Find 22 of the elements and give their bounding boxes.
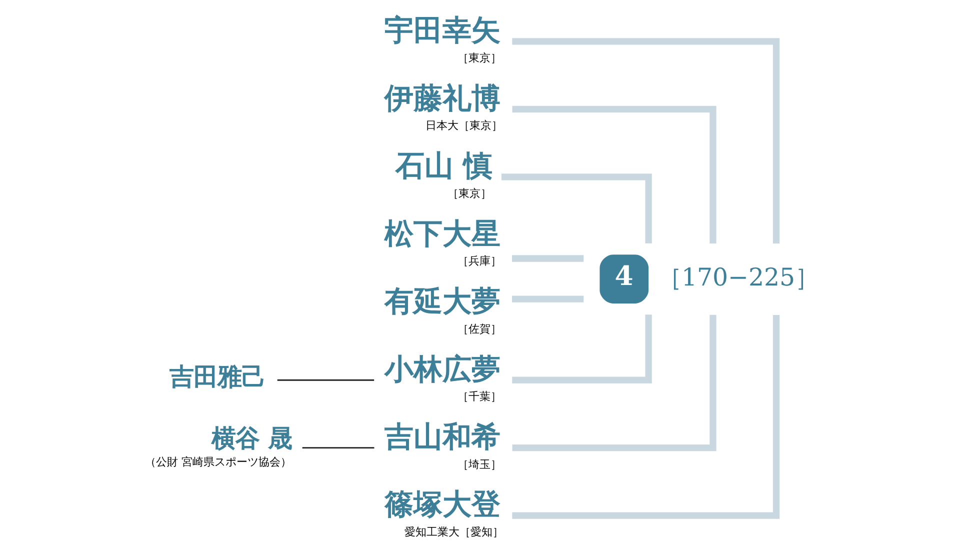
node-text: 吉田雅己 (169, 362, 266, 392)
connector (277, 379, 374, 381)
node-text: 小林広夢 ［千葉］ (384, 352, 502, 404)
connector (501, 174, 652, 244)
node-text: 宇田幸矢 ［東京］ (384, 13, 502, 64)
node-label: ［170−225］ (657, 262, 820, 292)
connector (512, 314, 716, 452)
connector (512, 106, 716, 244)
connector (512, 255, 584, 262)
connector (512, 38, 780, 244)
node-box: 4 (600, 254, 649, 304)
node-text: 吉山和希 ［埼玉］ (384, 420, 502, 471)
node-text: 有延大夢 ［佐賀］ (384, 284, 502, 336)
node-text: 伊藤礼博 日本大［東京］ (384, 80, 502, 132)
node-text: 篠塚大登 愛知工業大［愛知］ (384, 487, 504, 539)
node-text: 横谷 晟 （公財 宮崎県スポーツ協会） (144, 423, 292, 469)
connector (512, 314, 780, 519)
connector (302, 447, 374, 449)
connector (512, 296, 584, 302)
node-text: 松下大星 ［兵庫］ (384, 216, 502, 268)
connector (512, 314, 652, 384)
node-text: 石山 慎 ［東京］ (395, 148, 492, 200)
